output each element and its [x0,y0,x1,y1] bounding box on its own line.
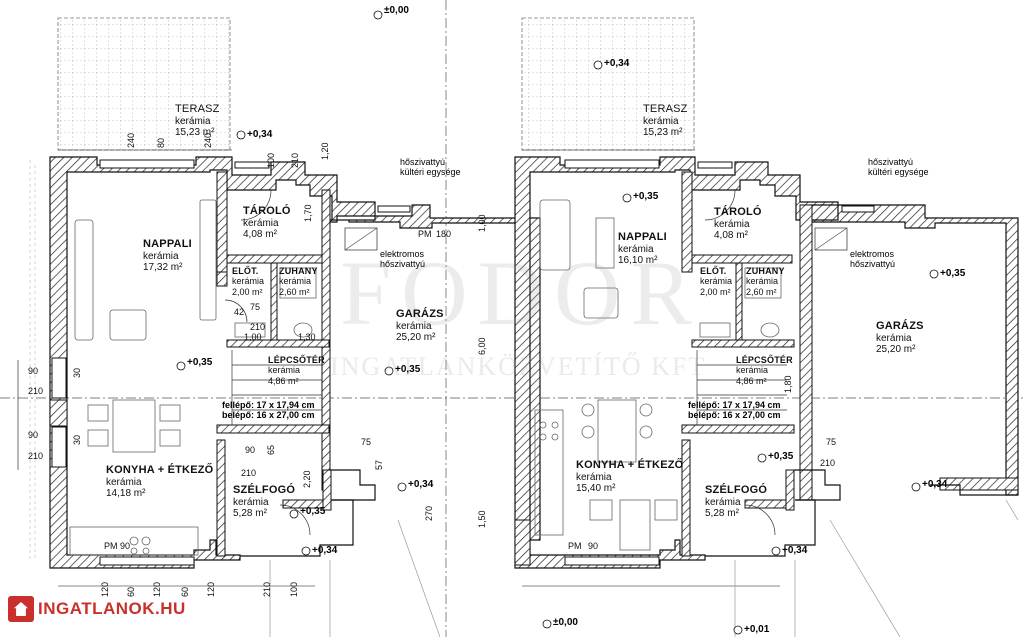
elevation-szelfogo-right: +0,35 [768,451,794,462]
room-lepcsoter-right: LÉPCSŐTÉR kerámia 4,86 m² [736,355,793,386]
room-garazs-right: GARÁZS kerámia 25,20 m² [876,320,924,356]
dim-misc-6: 1,30 [298,332,316,342]
dim-side-3: 90 [28,430,39,440]
ingatlanok-logo[interactable]: INGATLANOK.HU [8,596,186,622]
dim-top-6: 1,20 [320,142,330,160]
elevation-bottom-mid: ±0,00 [553,617,578,628]
dim-misc-11: 210 [241,468,257,478]
elevation-entry-left: +0,34 [312,545,338,556]
room-konyha-left: KONYHA + ÉTKEZŐ kerámia 14,18 m² [106,464,214,500]
elevation-bottom-right: +0,01 [744,624,770,635]
dim-misc-7: 1,70 [303,204,313,222]
room-terasz-left: TERASZ kerámia 15,23 m² [175,103,220,139]
elevation-terrace-left: +0,34 [247,129,273,140]
dim-misc-10: 65 [266,444,276,455]
elevation-garage-right: +0,34 [922,479,948,490]
dim-misc-15: 6,00 [477,337,487,355]
dim-misc-8: 2,20 [302,470,312,488]
dim-misc-14: 210 [820,458,836,468]
dim-misc-3: 75 [250,302,261,312]
dim-misc-21: PM [418,229,432,239]
dim-side-1: 90 [28,366,39,376]
elevation-garage-left: +0,34 [408,479,434,490]
stairs-note-tread-left: belépő: 16 x 27,00 cm [222,410,315,420]
unit-right [514,17,1019,637]
elektromos-heatpump-label-right: elektromos hőszivattyú [850,249,896,269]
dim-misc-5: 1,00 [244,332,262,342]
heatpump-outdoor-label-right: hőszivattyú kültéri egysége [868,157,929,177]
dim-misc-12: 57 [374,459,384,470]
dim-misc-23: PM [104,541,118,551]
room-zuhany-left: ZUHANY kerámia 2,60 m² [279,266,318,297]
room-szelfogo-right: SZÉLFOGÓ kerámia 5,28 m² [705,484,768,520]
dim-top-1: 240 [126,132,136,148]
stairs-note-tread-right: belépő: 16 x 27,00 cm [688,410,781,420]
dim-top-2: 80 [156,137,166,148]
dim-top-3: 240 [203,132,213,148]
dim-top-4: 100 [266,152,276,168]
dim-misc-20: 30 [72,434,82,445]
room-elot-left: ELŐT. kerámia 2,00 m² [232,266,265,297]
room-terasz-right: TERASZ kerámia 15,23 m² [643,103,688,139]
dim-bottom-5: 120 [206,581,216,597]
room-tarolo-left: TÁROLÓ kerámia 4,08 m² [243,205,291,241]
watermark-fodor: FODOR [340,242,702,344]
dim-misc-13: 75 [826,437,837,447]
dim-bottom-1: 120 [100,581,110,597]
dim-top-5: 210 [290,152,300,168]
elevation-szelfogo-left: +0,35 [300,506,326,517]
heatpump-outdoor-label-left: hőszivattyú kültéri egysége [400,157,461,177]
dim-misc-26: 90 [588,541,599,551]
room-konyha-right: KONYHA + ÉTKEZŐ kerámia 15,40 m² [576,459,684,495]
room-zuhany-right: ZUHANY kerámia 2,60 m² [746,266,785,297]
dim-bottom-6: 210 [262,581,272,597]
room-tarolo-right: TÁROLÓ kerámia 4,08 m² [714,206,762,242]
elevation-lepcso-left: +0,35 [395,364,421,375]
dim-bottom-7: 100 [289,581,299,597]
dim-side-2: 210 [28,386,44,396]
room-nappali-left: NAPPALI kerámia 17,32 m² [143,238,192,274]
elevation-terrace-right: +0,34 [604,58,630,69]
dim-misc-19: 30 [72,367,82,378]
room-garazs-left: GARÁZS kerámia 25,20 m² [396,308,444,344]
elevation-top-left: ±0,00 [384,5,409,16]
dim-misc-27: 1,80 [783,375,793,393]
dim-side-4: 210 [28,451,44,461]
logo-text: INGATLANOK.HU [38,599,186,618]
dim-misc-24: 90 [120,541,131,551]
room-nappali-right: NAPPALI kerámia 16,10 m² [618,231,667,267]
room-szelfogo-left: SZÉLFOGÓ kerámia 5,28 m² [233,484,296,520]
dim-misc-2: 42 [234,307,245,317]
dim-misc-16: 270 [424,505,434,521]
elevation-nappali-right: +0,35 [633,191,659,202]
dim-misc-25: PM [568,541,582,551]
dim-misc-17: 1,50 [477,510,487,528]
dim-misc-22: 180 [436,229,452,239]
dim-misc-4: 210 [250,322,266,332]
stairs-note-up-right: fellépő: 17 x 17,94 cm [688,400,781,410]
stairs-note-up-left: fellépő: 17 x 17,94 cm [222,400,315,410]
unit-left [17,17,541,637]
dim-misc-18: 1,00 [477,214,487,232]
room-lepcsoter-left: LÉPCSŐTÉR kerámia 4,86 m² [268,355,325,386]
room-elot-right: ELŐT. kerámia 2,00 m² [700,266,733,297]
house-icon [8,596,34,622]
elevation-nappali-left: +0,35 [187,357,213,368]
elevation-garage-right-in: +0,35 [940,268,966,279]
elevation-markers [176,10,939,635]
elektromos-heatpump-label-left: elektromos hőszivattyú [380,249,426,269]
dim-bottom-3: 120 [152,581,162,597]
dim-misc-9: 90 [245,445,256,455]
watermark-subtitle: INGATLANKÖZVETÍTŐ KFT [330,352,707,381]
dim-misc-1: 75 [361,437,372,447]
elevation-entry-right: +0,34 [782,545,808,556]
